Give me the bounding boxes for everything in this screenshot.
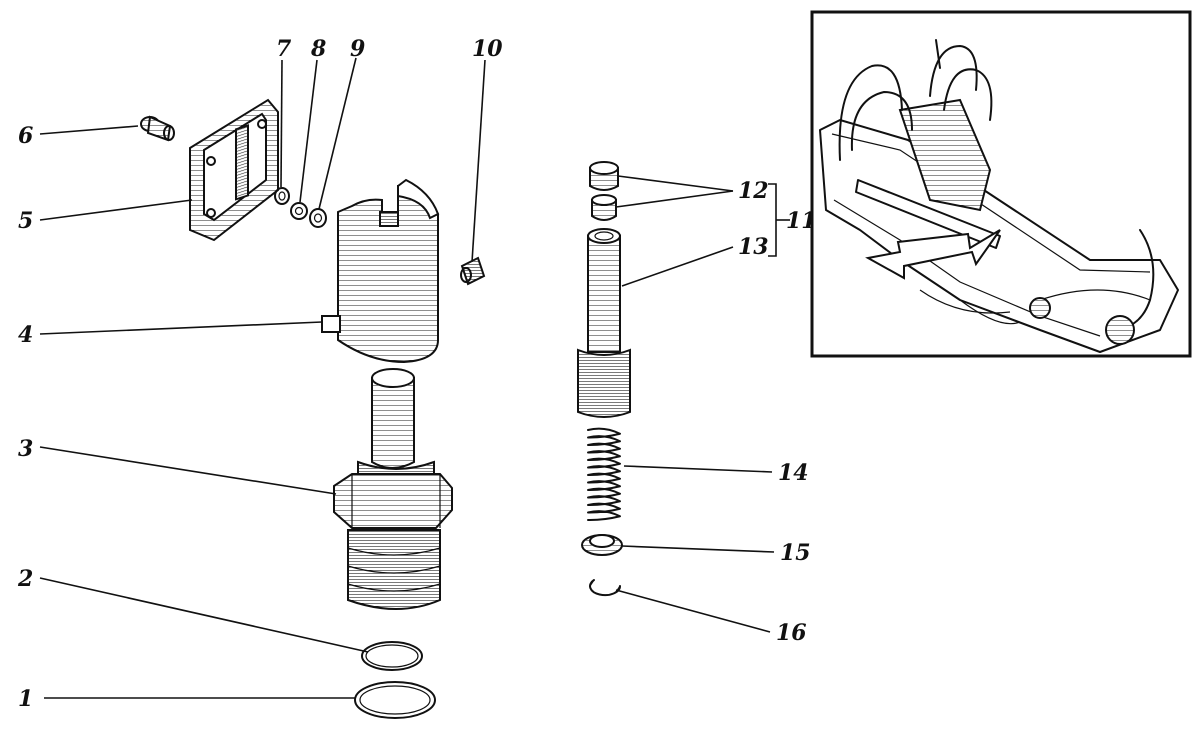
- part-12-cap-top: [589, 161, 619, 191]
- leader-6: [39, 125, 139, 135]
- callout-14: 14: [778, 460, 809, 486]
- callout-5: 5: [18, 208, 33, 234]
- callout-2: 2: [17, 566, 33, 592]
- callout-10: 10: [472, 36, 503, 62]
- leader-9: [318, 57, 357, 210]
- leader-7: [280, 59, 283, 188]
- part-12-cap-bottom: [591, 194, 617, 221]
- part-1-o-ring: [354, 681, 436, 719]
- part-13-plunger-sleeve: [577, 228, 631, 418]
- callout-11: 11: [786, 208, 817, 234]
- part-9-washer: [309, 208, 327, 228]
- leader-2: [39, 577, 369, 653]
- callout-16: 16: [776, 620, 807, 646]
- leader-16: [615, 589, 771, 633]
- callout-7: 7: [276, 36, 292, 62]
- callout-6: 6: [18, 123, 33, 149]
- machine-sketch: [819, 39, 1179, 353]
- callout-3: 3: [18, 436, 33, 462]
- callout-13: 13: [738, 234, 769, 260]
- leader-3: [39, 446, 337, 495]
- part-7-washer: [274, 187, 290, 205]
- leader-4: [39, 321, 323, 335]
- location-inset: [810, 10, 1192, 358]
- leader-14: [623, 465, 773, 473]
- callout-1: 1: [18, 686, 33, 712]
- callout-12: 12: [738, 178, 769, 204]
- callout-9: 9: [350, 36, 365, 62]
- part-3-valve-body: [333, 368, 453, 610]
- leader-13: [621, 246, 734, 287]
- leader-lines: [39, 57, 790, 699]
- part-2-o-ring: [361, 641, 423, 671]
- callout-labels: 1 2 3 4 5 6 7 8 9 10 11 12 13 14 15 16: [17, 36, 817, 712]
- part-15-seat-washer: [581, 534, 623, 556]
- leader-12a: [617, 175, 734, 192]
- leader-12b: [615, 190, 734, 208]
- leader-8: [299, 59, 318, 203]
- part-8-washer: [290, 202, 308, 220]
- part-6-screw: [140, 115, 175, 142]
- callout-4: 4: [18, 322, 33, 348]
- part-5-flange-plate: [189, 98, 279, 242]
- callout-15: 15: [780, 540, 811, 566]
- leader-10: [471, 59, 486, 263]
- part-16-circlip: [589, 579, 622, 597]
- part-14-spring: [587, 427, 621, 522]
- callout-8: 8: [310, 36, 326, 62]
- part-4-housing-block: [321, 178, 440, 364]
- leader-5: [39, 199, 193, 221]
- bracket-11: [768, 183, 777, 257]
- location-arrow: [865, 229, 1001, 280]
- leader-15: [621, 545, 775, 553]
